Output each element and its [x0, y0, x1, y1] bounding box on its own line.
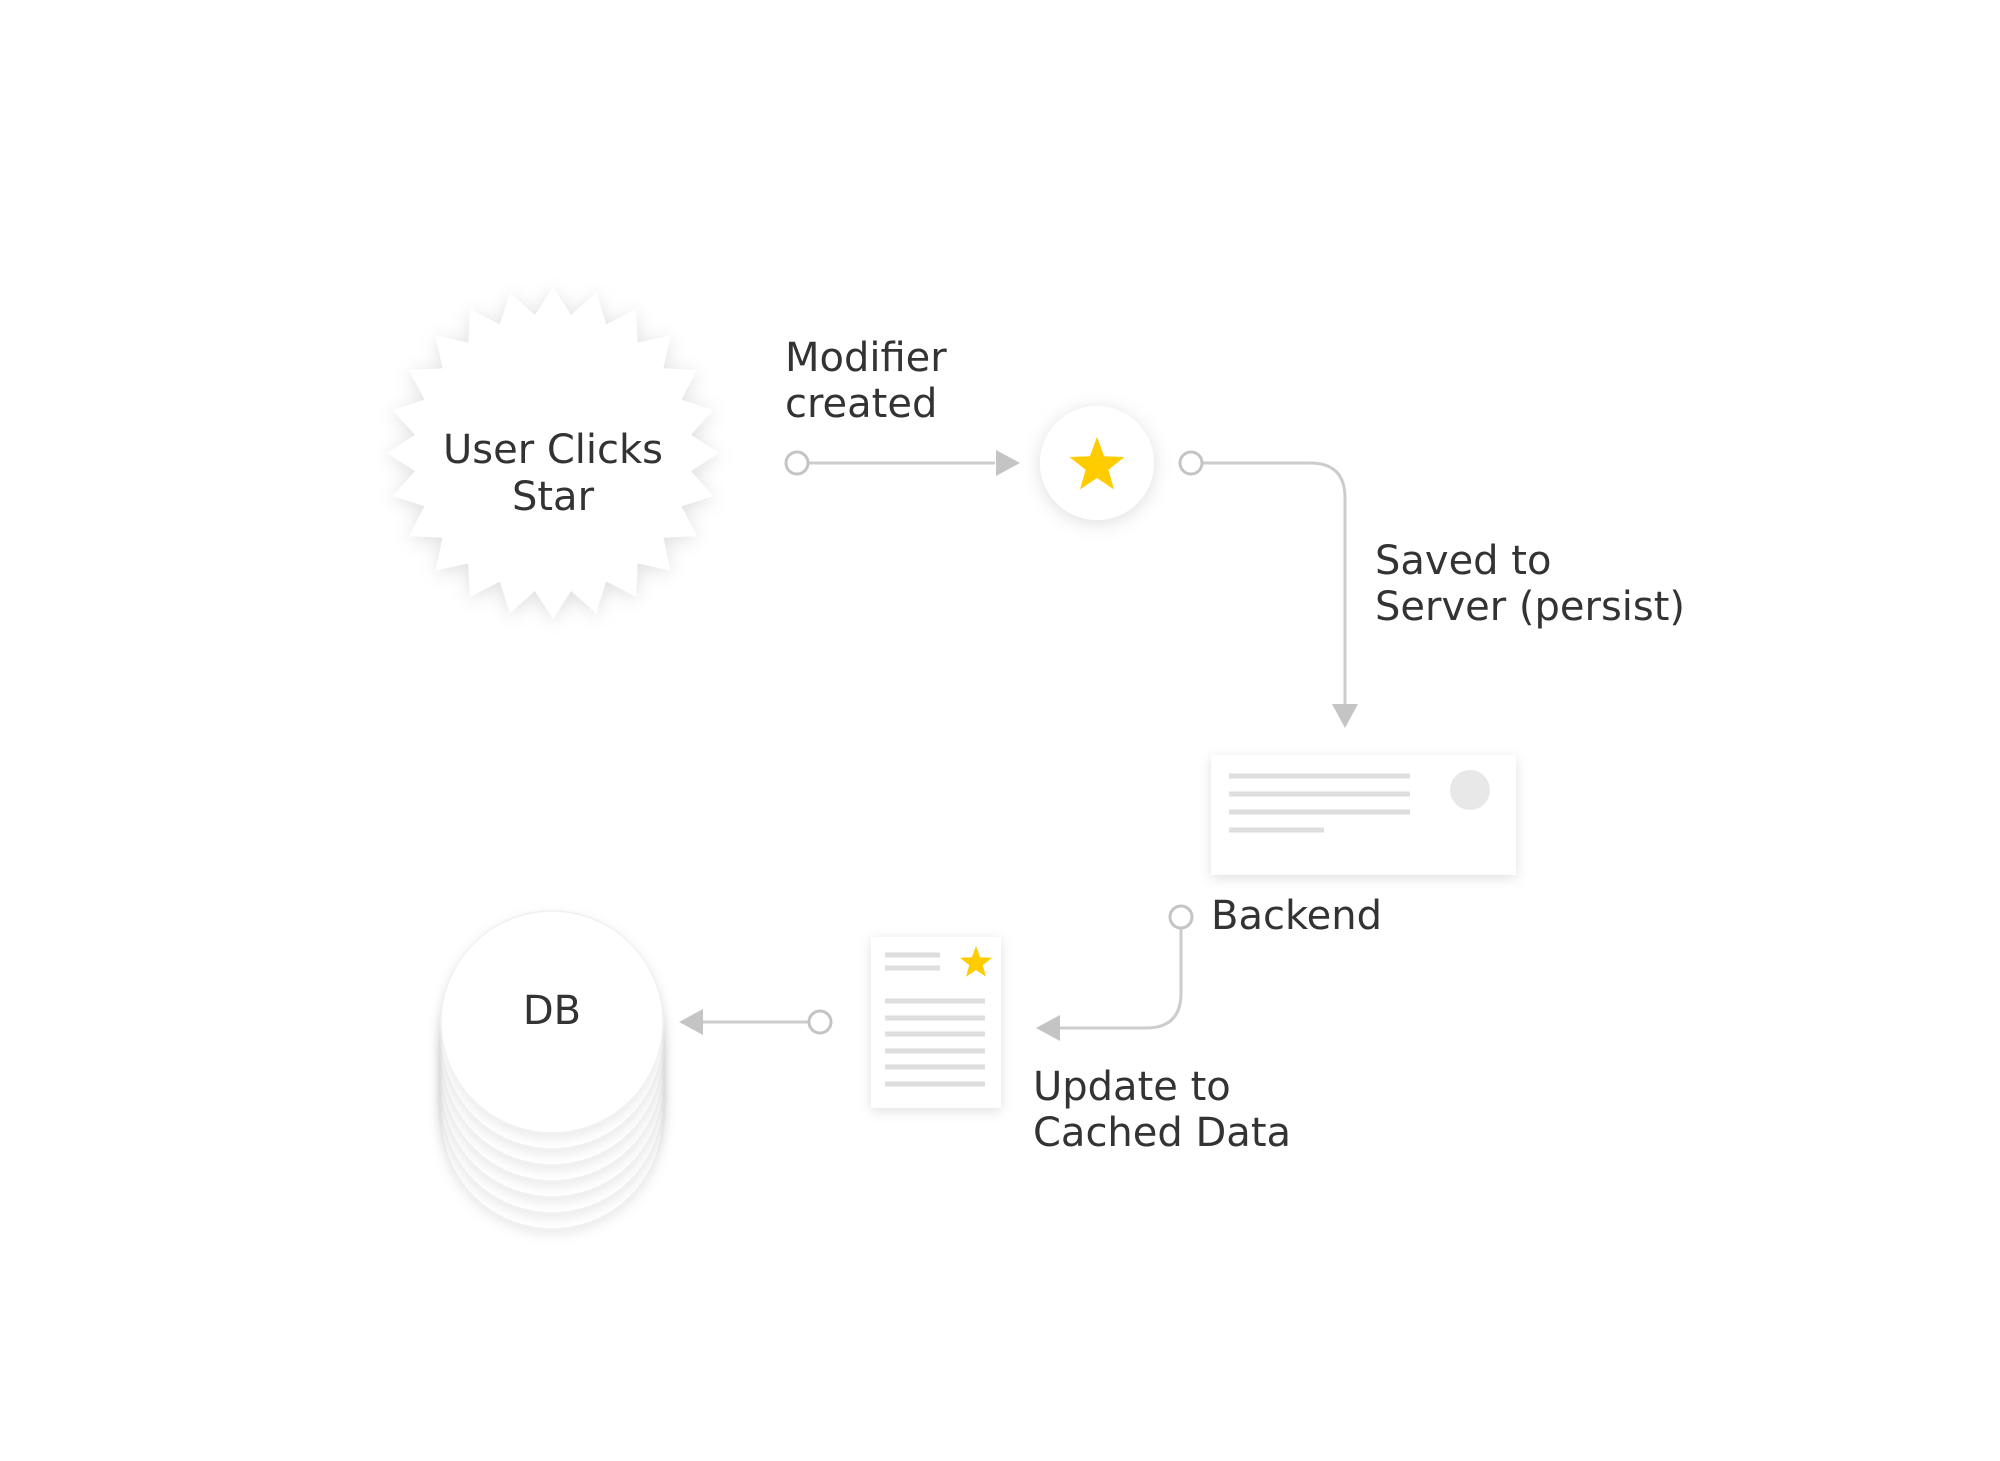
modifier-created-label-line2: created: [785, 381, 937, 427]
backend-label: Backend: [1211, 893, 1382, 939]
saved-to-server-edge: Saved to Server (persist): [1178, 450, 1685, 728]
user-clicks-node: User Clicks Star: [387, 287, 719, 619]
star-icon: [1069, 437, 1125, 490]
db-top-disk: [440, 910, 664, 1134]
connector-port: [807, 1009, 833, 1035]
arrowhead-icon: [679, 1009, 703, 1035]
avatar-placeholder-icon: [1450, 770, 1490, 810]
update-connector-line: [1060, 928, 1183, 1030]
arrowhead-icon: [996, 450, 1020, 476]
user-clicks-label-line1: User Clicks: [443, 427, 663, 473]
update-cache-label-line1: Update to: [1033, 1064, 1231, 1110]
update-cache-label-line2: Cached Data: [1033, 1110, 1291, 1156]
connector-port: [784, 450, 810, 476]
user-clicks-label-line2: Star: [512, 474, 595, 520]
arrowhead-icon: [1036, 1015, 1060, 1041]
cached-data-node: [871, 937, 1001, 1108]
starburst-shape: [387, 287, 719, 619]
arrowhead-icon: [1332, 704, 1358, 728]
saved-to-server-label-line2: Server (persist): [1375, 584, 1685, 630]
connector-port: [1168, 904, 1194, 930]
modifier-created-edge: Modifier created: [784, 335, 1020, 476]
cache-to-db-edge: [679, 1009, 833, 1035]
database-node: DB: [440, 910, 664, 1230]
saved-to-server-label-line1: Saved to: [1375, 538, 1551, 584]
db-disk-stack: [440, 910, 664, 1230]
backend-node: Backend: [1211, 755, 1516, 939]
connector-port: [1178, 450, 1204, 476]
update-cache-edge: Update to Cached Data: [1033, 904, 1291, 1156]
saved-connector-line: [1203, 461, 1347, 705]
doc-star-icon: [959, 946, 993, 977]
modifier-created-label-line1: Modifier: [785, 335, 947, 381]
db-label: DB: [523, 988, 581, 1034]
modifier-star-node: [1040, 406, 1154, 520]
